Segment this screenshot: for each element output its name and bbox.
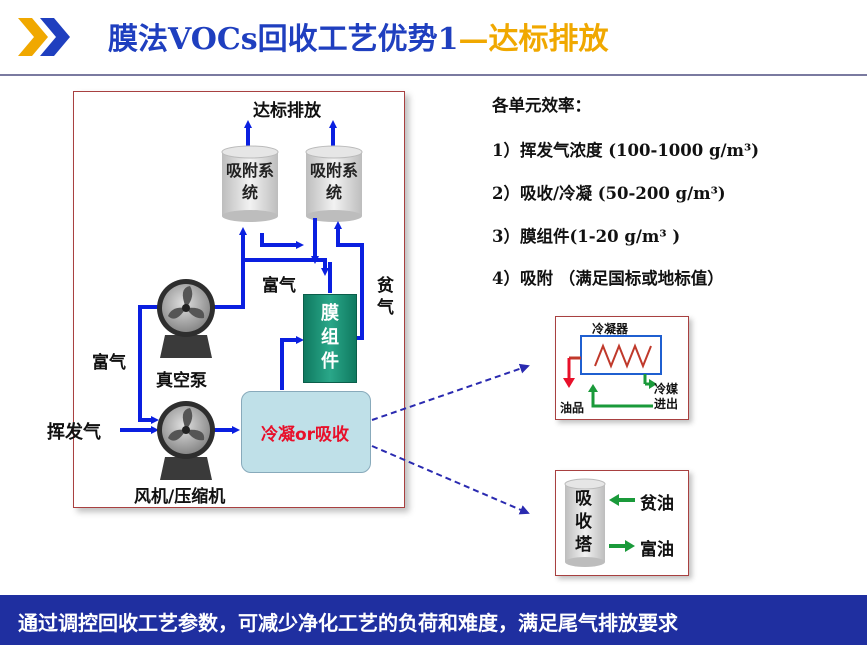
coolant-label: 冷媒进出 <box>654 382 679 411</box>
pointer-to-absorber-detail <box>371 445 530 515</box>
rich-oil-label: 富油 <box>640 540 674 560</box>
volatile-gas-label: 挥发气 <box>47 422 101 443</box>
exhaust-label: 达标排放 <box>253 101 321 121</box>
condenser-detail-icon <box>563 335 662 408</box>
membrane-label: 膜组件 <box>321 303 339 372</box>
efficiency-item-1: 1）挥发气浓度 (100-1000 g/m³) <box>492 141 760 160</box>
membrane-module <box>304 295 356 382</box>
oil-label: 油品 <box>560 401 585 415</box>
condenser-to-membrane-line <box>280 336 304 390</box>
footer-banner <box>0 595 867 645</box>
absorption-tower-icon <box>564 478 635 567</box>
vacuum-to-adsorber-line <box>214 227 247 309</box>
fan-compressor-icon <box>157 401 215 480</box>
page-title: 膜法VOCs回收工艺优势1—达标排放 <box>108 22 609 57</box>
rich-gas-top-label: 富气 <box>262 276 296 296</box>
lean-oil-label: 贫油 <box>640 494 674 514</box>
condenser-detail-box <box>555 316 689 420</box>
header-divider <box>0 74 867 76</box>
footer-text: 通过调控回收工艺参数，可减少净化工艺的负荷和难度，满足尾气排放要求 <box>18 611 678 635</box>
condenser-absorber-unit <box>241 391 371 473</box>
rich-gas-bar <box>243 258 329 276</box>
efficiency-heading: 各单元效率： <box>492 96 591 115</box>
condense-or-absorb-label: 冷凝or吸收 <box>260 425 350 445</box>
adsorption-tank-left-icon <box>221 145 279 222</box>
adsorption-left-label: 吸附系统 <box>225 161 274 202</box>
absorption-tower-label: 吸收塔 <box>575 489 592 555</box>
rich-gas-left-label: 富气 <box>92 353 126 373</box>
adsorption-right-label: 吸附系统 <box>309 161 358 202</box>
lean-gas-line <box>334 221 364 338</box>
efficiency-item-2: 2）吸收/冷凝 (50-200 g/m³) <box>492 184 726 203</box>
lean-gas-label: 贫气 <box>377 276 394 318</box>
rich-gas-loop-line <box>138 305 168 424</box>
chevron-logo-icon <box>18 18 70 56</box>
adsorption-tank-right-icon <box>305 145 363 222</box>
efficiency-item-3: 3）膜组件(1-20 g/m³ ) <box>492 227 681 246</box>
vacuum-pump-label: 真空泵 <box>156 371 207 391</box>
condenser-title: 冷凝器 <box>592 322 629 336</box>
efficiency-item-4: 4）吸附 （满足国标或地标值） <box>492 269 724 288</box>
fan-compressor-label: 风机/压缩机 <box>134 487 226 507</box>
pointer-to-condenser-detail <box>371 363 530 421</box>
adsorber-link-line <box>260 233 304 249</box>
vacuum-pump-icon <box>157 279 215 358</box>
